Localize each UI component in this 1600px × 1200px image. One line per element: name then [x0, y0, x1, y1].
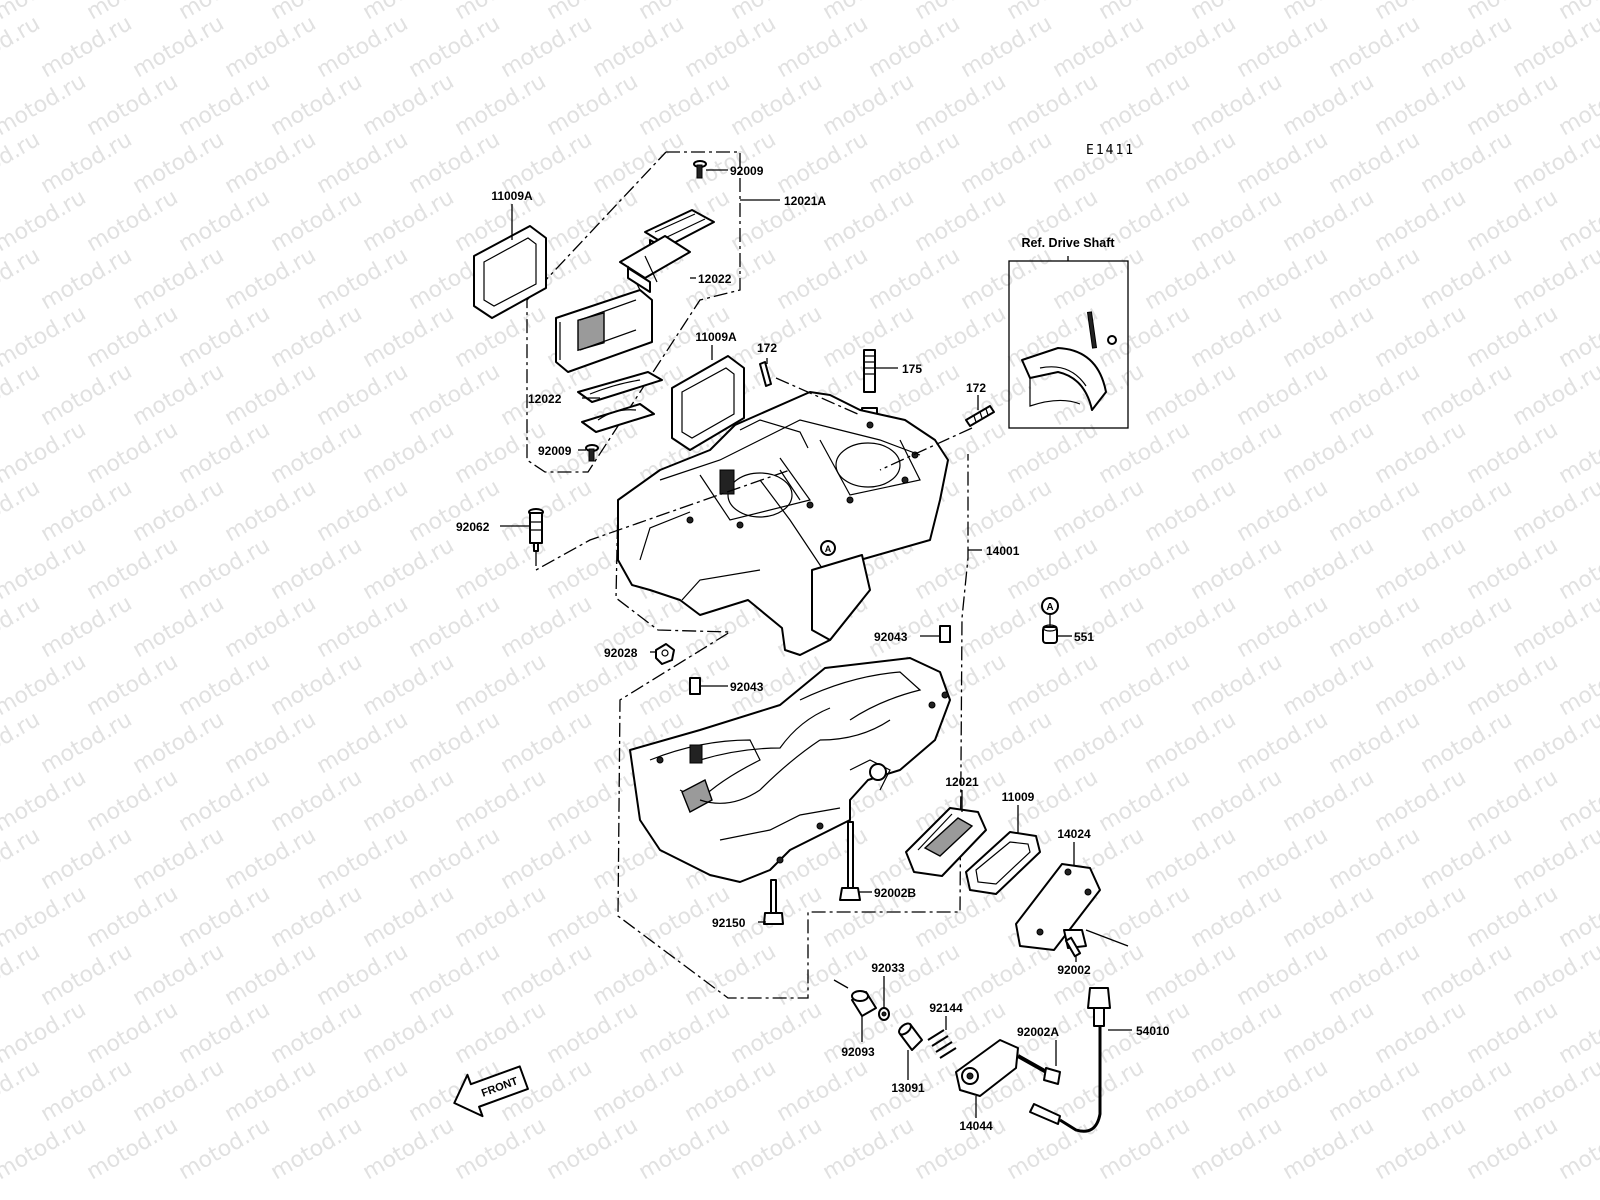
dowel-part-172-right — [965, 405, 995, 427]
reed-valve-block-part — [555, 289, 653, 373]
direction-arrow-right — [1085, 929, 1129, 947]
diagram-code: E1411 — [1086, 143, 1135, 158]
bolt-part-92002 — [1063, 929, 1087, 958]
callout-172-left: 172 — [757, 341, 777, 355]
callout-12021A: 12021A — [784, 194, 826, 208]
callout-92009-top: 92009 — [730, 164, 764, 178]
callout-11009A-middle: 11009A — [695, 330, 737, 344]
bolt-part-92150 — [763, 879, 784, 925]
callout-92028: 92028 — [604, 646, 638, 660]
plunger-part-13091 — [898, 1022, 923, 1051]
reed-stopper-part-bottom — [581, 403, 655, 433]
spring-part-92144 — [927, 1029, 957, 1059]
circle-marker-a-on-case: A — [825, 544, 832, 554]
callout-14044: 14044 — [959, 1119, 993, 1133]
callout-175: 175 — [902, 362, 922, 376]
bolt-part-92002B — [839, 821, 861, 901]
bolt-part-92002A — [1017, 1054, 1061, 1085]
upper-crankcase-part — [617, 391, 949, 656]
callout-92002B: 92002B — [874, 886, 916, 900]
housing-part-14044 — [955, 1039, 1019, 1097]
callout-92002: 92002 — [1057, 963, 1091, 977]
callout-92009-bottom: 92009 — [538, 444, 572, 458]
callout-92150: 92150 — [712, 916, 746, 930]
cable-part-54010 — [1029, 987, 1111, 1133]
callout-92002A: 92002A — [1017, 1025, 1059, 1039]
callout-551: 551 — [1074, 630, 1094, 644]
callout-92062: 92062 — [456, 520, 490, 534]
circle-marker-a: A — [1046, 602, 1053, 613]
callout-92043-right: 92043 — [874, 630, 908, 644]
screw-part-92009-bottom — [585, 444, 599, 462]
pin-part-92043-left — [689, 677, 701, 695]
reed-valve-group-outline — [526, 151, 741, 473]
nut-part-92028 — [655, 643, 675, 665]
callout-54010: 54010 — [1136, 1024, 1170, 1038]
dowel-part-172-left — [759, 361, 772, 387]
screw-part-92009-top — [693, 160, 707, 179]
cover-part-14024 — [1015, 863, 1101, 951]
callout-14024: 14024 — [1057, 827, 1091, 841]
reed-valve-part-12021 — [905, 807, 987, 877]
reed-petal-part-top — [619, 235, 691, 293]
callout-11009: 11009 — [1002, 790, 1035, 804]
callout-92144: 92144 — [929, 1001, 963, 1015]
bushing-part-92093 — [851, 990, 877, 1017]
gasket-part-11009 — [965, 831, 1041, 895]
callout-14001: 14001 — [986, 544, 1020, 558]
callout-172-right: 172 — [966, 381, 986, 395]
ref-drive-shaft-title: Ref. Drive Shaft — [1021, 236, 1115, 250]
direction-arrow-left — [833, 979, 849, 989]
callout-92033: 92033 — [871, 961, 905, 975]
front-direction-arrow: FRONT — [453, 1065, 529, 1118]
lower-crankcase-part — [629, 657, 951, 883]
crankcase-group-outline — [615, 454, 969, 999]
callout-labels: 92009 12021A 11009A 12022 11009A 172 175… — [456, 164, 1170, 1133]
washer-part-92033 — [878, 1007, 890, 1021]
callout-12022-bottom: 12022 — [528, 392, 562, 406]
callout-12021: 12021 — [945, 775, 979, 789]
leader-lines — [500, 169, 1132, 1118]
callout-12022-top: 12022 — [698, 272, 732, 286]
gasket-part-middle — [671, 355, 745, 451]
drive-shaft-cover-part — [1021, 311, 1117, 411]
callout-13091: 13091 — [891, 1081, 925, 1095]
callout-92093: 92093 — [841, 1045, 875, 1059]
pin-part-92043-right — [939, 625, 951, 643]
bolt-part-92062 — [528, 508, 544, 552]
callout-92043-left: 92043 — [730, 680, 764, 694]
gasket-part-left — [473, 225, 547, 319]
reed-petal-part-bottom — [577, 371, 663, 403]
callout-11009A-left: 11009A — [491, 189, 533, 203]
plug-part-551 — [1042, 624, 1058, 644]
